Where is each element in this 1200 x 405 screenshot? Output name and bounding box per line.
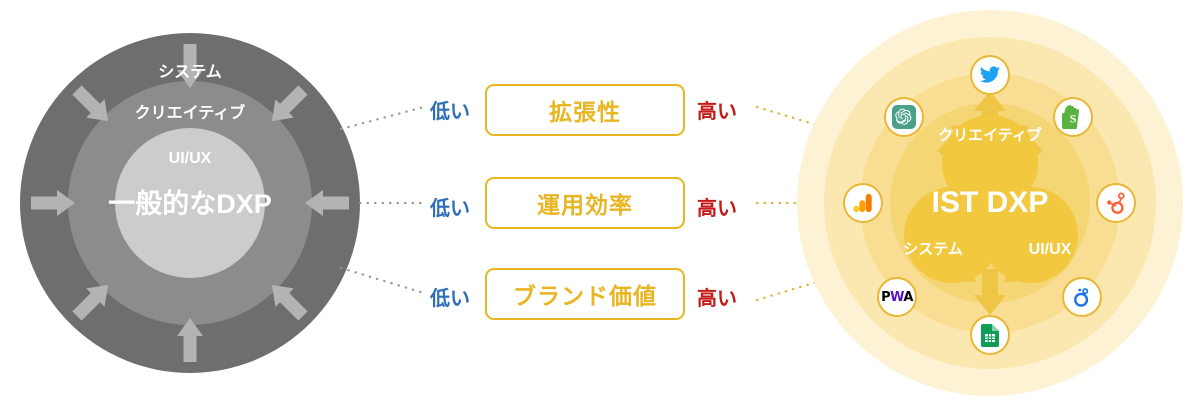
row-1-high-label: 高い	[697, 101, 737, 123]
venn-circle-uiux	[982, 187, 1078, 283]
generic-label-creative: クリエイティブ	[135, 103, 246, 122]
ist-label-uiux: UI/UX	[1029, 241, 1072, 258]
criterion-box-expandability[interactable]: 拡張性	[485, 84, 685, 136]
left-connectors	[339, 105, 426, 295]
criterion-box-brand-value[interactable]: ブランド価値	[485, 268, 685, 320]
ist-center-label: IST DXP	[932, 186, 1049, 219]
criterion-box-expandability-label: 拡張性	[549, 99, 621, 125]
generic-label-uiux: UI/UX	[169, 150, 212, 167]
pwa-text: PWA	[881, 289, 913, 305]
row-3-low-label: 低い	[430, 288, 470, 310]
openai-icon[interactable]	[884, 97, 924, 137]
generic-inner-disc	[115, 128, 265, 278]
row-2-high-label: 高い	[697, 198, 737, 220]
ist-label-system: システム	[903, 241, 963, 258]
generic-center-label: 一般的なDXP	[108, 188, 272, 219]
generic-label-system: システム	[158, 64, 222, 81]
google-optimize-icon[interactable]	[1062, 277, 1102, 317]
left-connector-3	[339, 266, 426, 295]
row-3-high-label: 高い	[697, 288, 737, 310]
right-connector-1	[755, 105, 852, 137]
twitter-icon[interactable]	[970, 55, 1010, 95]
hubspot-icon[interactable]	[1096, 183, 1136, 223]
venn-circle-creative	[942, 115, 1038, 211]
left-connector-1	[339, 105, 426, 131]
row-1-low-label: 低い	[430, 101, 470, 123]
row-2-low-label: 低い	[430, 198, 470, 220]
google-sheets-icon[interactable]	[970, 315, 1010, 355]
svg-text:S: S	[1070, 112, 1077, 126]
pwa-icon[interactable]: PWA	[877, 277, 917, 317]
criterion-box-operational-efficiency-label: 運用効率	[537, 192, 633, 218]
shopify-icon[interactable]: S	[1053, 97, 1093, 137]
criterion-box-operational-efficiency[interactable]: 運用効率	[485, 177, 685, 229]
google-analytics-icon[interactable]	[843, 183, 883, 223]
ist-venn	[904, 115, 1078, 283]
generic-dxp-circle: システム クリエイティブ UI/UX 一般的なDXP	[20, 33, 360, 373]
right-connector-3	[755, 270, 852, 302]
ist-label-creative: クリエイティブ	[938, 126, 1042, 144]
criterion-box-brand-value-label: ブランド価値	[513, 283, 657, 309]
venn-circle-system	[904, 187, 1000, 283]
